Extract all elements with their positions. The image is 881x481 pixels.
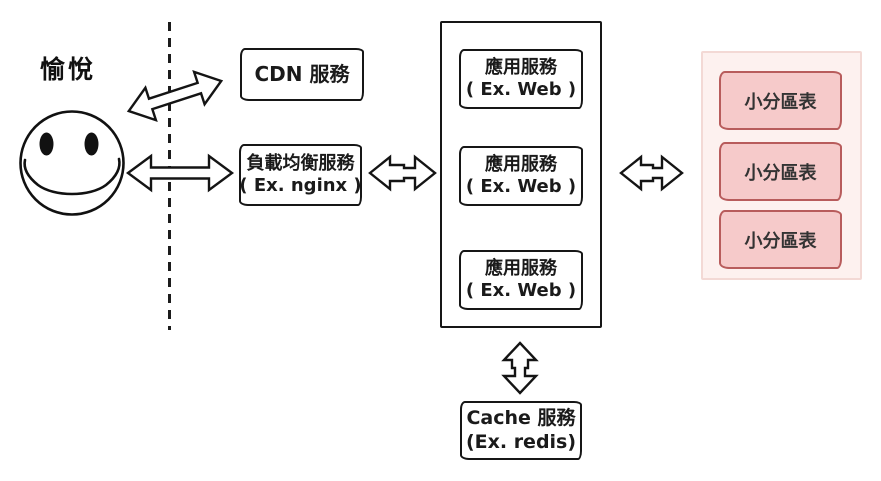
app-service-sublabel: ( Ex. Web )	[465, 280, 577, 301]
app-service-box: 應用服務 ( Ex. Web )	[459, 250, 583, 310]
partition-table-box: 小分區表	[719, 210, 842, 269]
double-arrow-icon-apps-cache	[501, 341, 539, 395]
app-service-box: 應用服務 ( Ex. Web )	[459, 49, 583, 109]
cache-sublabel: (Ex. redis)	[465, 430, 577, 453]
app-service-label: 應用服務	[485, 57, 557, 79]
partition-panel: 小分區表 小分區表 小分區表	[701, 51, 862, 280]
load-balancer-label: 負載均衡服務	[246, 153, 355, 175]
smiley-head	[19, 110, 125, 216]
cdn-label: CDN 服務	[254, 62, 350, 87]
partition-table-box: 小分區表	[719, 71, 842, 130]
partition-table-label: 小分區表	[744, 162, 817, 184]
cache-box: Cache 服務 (Ex. redis)	[460, 401, 582, 460]
double-arrow-icon-user-lb	[125, 153, 235, 193]
app-service-box: 應用服務 ( Ex. Web )	[459, 146, 583, 206]
smiley-left-eye	[39, 132, 54, 156]
partition-table-label: 小分區表	[744, 230, 817, 252]
app-service-label: 應用服務	[485, 154, 557, 176]
user-label: 愉悅	[40, 55, 97, 84]
load-balancer-sublabel: ( Ex. nginx )	[239, 175, 362, 196]
cdn-box: CDN 服務	[240, 48, 364, 101]
app-service-sublabel: ( Ex. Web )	[465, 79, 577, 100]
app-service-sublabel: ( Ex. Web )	[465, 176, 577, 197]
partition-table-box: 小分區表	[719, 142, 842, 201]
smiley-mouth	[23, 157, 121, 196]
app-service-label: 應用服務	[485, 258, 557, 280]
partition-table-label: 小分區表	[744, 91, 817, 113]
app-cluster-panel: 應用服務 ( Ex. Web ) 應用服務 ( Ex. Web ) 應用服務 (…	[440, 21, 602, 328]
cache-label: Cache 服務	[466, 407, 576, 430]
smiley-face-icon	[19, 110, 125, 216]
double-arrow-icon-lb-apps	[368, 154, 437, 192]
smiley-right-eye	[84, 132, 99, 156]
double-arrow-icon-apps-db	[619, 154, 684, 192]
double-arrow-icon-user-cdn	[126, 70, 224, 122]
load-balancer-box: 負載均衡服務 ( Ex. nginx )	[239, 144, 362, 206]
